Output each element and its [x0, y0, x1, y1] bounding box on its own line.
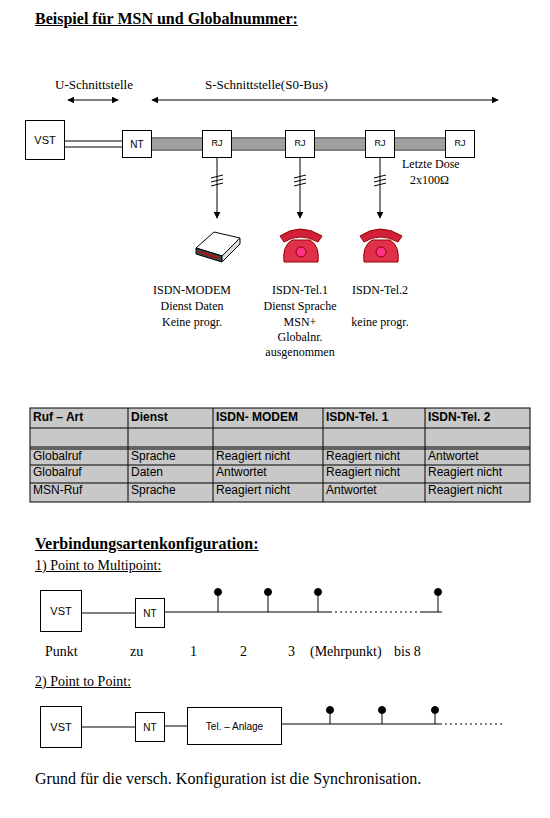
table-cell: Reagiert nicht [326, 450, 400, 464]
interface-arrow [68, 100, 118, 101]
node-text: RJ [212, 139, 223, 149]
table-cell: Reagiert nicht [216, 484, 290, 498]
table-cell: MSN-Ruf [33, 484, 82, 498]
modem-icon [196, 232, 240, 262]
text-label: 2) Point to Point: [35, 674, 131, 690]
table-grid [30, 408, 530, 502]
node-box: Tel. – Anlage [187, 707, 282, 745]
node-text: Tel. – Anlage [206, 721, 263, 732]
text-label: Punkt [45, 644, 78, 660]
node-box: NT [135, 712, 165, 742]
text-label: Dienst Daten [161, 300, 224, 314]
table-cell: ISDN- MODEM [216, 411, 298, 425]
table-cell: Reagiert nicht [326, 466, 400, 480]
connector-line [82, 727, 135, 728]
node-text: VST [34, 134, 55, 146]
node-box: RJ [365, 130, 395, 158]
table-cell: Reagiert nicht [216, 450, 290, 464]
node-text: RJ [375, 139, 386, 149]
table-cell: Antwortet [326, 484, 377, 498]
bus-line [71, 589, 443, 616]
text-label: ISDN-Tel.1 [272, 284, 328, 298]
table-cell: Dienst [131, 411, 168, 425]
s0-bus [315, 139, 365, 149]
text-label: U-Schnittstelle [55, 78, 133, 93]
s0-bus [152, 139, 202, 149]
s0-bus [395, 139, 445, 149]
phone-icon [280, 229, 322, 262]
text-label: (Mehrpunkt) [310, 644, 382, 660]
table-cell: Globalruf [33, 450, 82, 464]
text-label: MSN+ [284, 316, 317, 330]
node-text: NT [130, 139, 143, 150]
node-box: VST [40, 706, 82, 748]
text-label: bis 8 [394, 644, 421, 660]
node-box: RJ [285, 130, 315, 158]
table-cell: Reagiert nicht [428, 466, 502, 480]
table-cell: Ruf – Art [33, 411, 83, 425]
drop-cable [211, 158, 386, 218]
node-text: VST [50, 721, 71, 733]
text-label: ausgenommen [265, 346, 334, 360]
table-cell: Globalruf [33, 466, 82, 480]
node-text: NT [143, 608, 156, 619]
table-cell: Sprache [131, 450, 176, 464]
text-label: Dienst Sprache [264, 300, 337, 314]
text-label: 3 [288, 644, 295, 660]
table-cell: Sprache [131, 484, 176, 498]
node-text: NT [143, 722, 156, 733]
interface-arrow [152, 100, 498, 101]
text-label: S-Schnittstelle(S0-Bus) [205, 78, 328, 93]
table-cell: Antwortet [428, 450, 479, 464]
node-box: RJ [202, 130, 232, 158]
node-box: VST [40, 590, 82, 632]
text-label: ISDN-MODEM [153, 284, 231, 298]
text-label: Keine progr. [162, 316, 222, 330]
phone-icon [360, 229, 402, 262]
text-label: keine progr. [351, 316, 408, 330]
connector-line [165, 726, 187, 727]
caption: Grund für die versch. Konfiguration ist … [35, 770, 421, 788]
text-label: Letzte Dose [402, 158, 460, 172]
text-label: 2 [240, 644, 247, 660]
node-text: RJ [455, 139, 466, 149]
node-box: VST [25, 120, 65, 160]
text-label: Globalnr. [278, 331, 323, 345]
table-cell: ISDN-Tel. 2 [428, 411, 490, 425]
node-box: NT [135, 598, 165, 628]
text-label: 1 [190, 644, 197, 660]
text-label: 1) Point to Multipoint: [35, 558, 161, 574]
table-cell: Antwortet [216, 466, 267, 480]
text-label: 2x100Ω [410, 174, 449, 188]
connector-line [65, 141, 122, 147]
connector-line [82, 613, 135, 614]
node-box: RJ [445, 130, 475, 158]
s0-bus [232, 139, 285, 149]
node-text: VST [50, 605, 71, 617]
text-label: Verbindungsartenkonfiguration: [35, 535, 258, 553]
node-box: NT [122, 130, 152, 158]
text-label: zu [130, 644, 143, 660]
table-cell: Reagiert nicht [428, 484, 502, 498]
node-text: RJ [295, 139, 306, 149]
title: Beispiel für MSN und Globalnummer: [35, 10, 298, 28]
table-cell: Daten [131, 466, 163, 480]
text-label: ISDN-Tel.2 [352, 284, 408, 298]
table-cell: ISDN-Tel. 1 [326, 411, 388, 425]
